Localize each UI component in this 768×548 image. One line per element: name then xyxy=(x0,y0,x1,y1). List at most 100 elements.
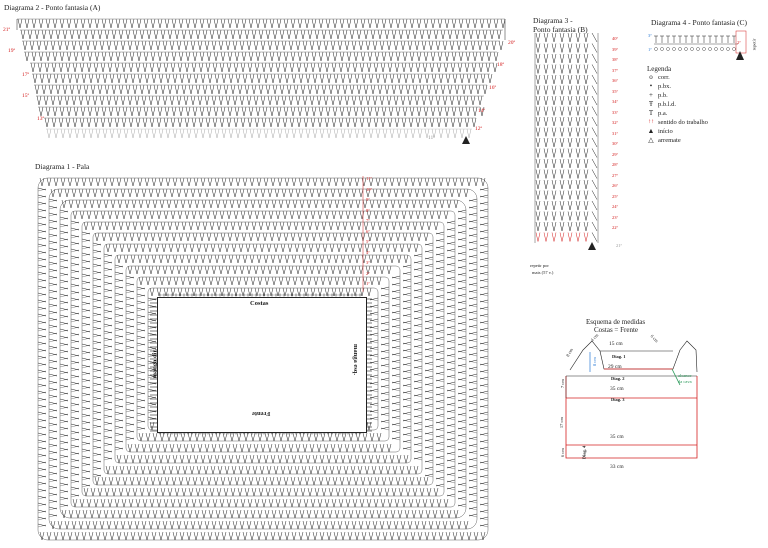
d3-row-label: 40ª xyxy=(612,36,618,41)
legend-item: + p.b. xyxy=(647,91,708,100)
d2-row-16: 16ª xyxy=(489,85,497,91)
m-17cm: 17 cm xyxy=(559,416,565,429)
d3-row-label: 28ª xyxy=(612,162,618,167)
d3-row-label: 34ª xyxy=(612,99,618,104)
d3-row-label: 32ª xyxy=(612,120,618,125)
d2-row-13: 13ª xyxy=(37,116,45,122)
d3-row-label: 35ª xyxy=(612,88,618,94)
legend-title: Legenda xyxy=(647,65,672,73)
m-33cm: 33 cm xyxy=(610,464,624,470)
legend-label: p.bx. xyxy=(658,83,671,90)
d2-row-19: 19ª xyxy=(8,48,16,54)
legend-item: o corr. xyxy=(647,73,708,82)
d2-row-21: 21ª xyxy=(3,27,11,33)
d1-row-label: 9ª xyxy=(366,197,370,202)
d3-row-label: 39ª xyxy=(612,46,618,52)
label-manga-dir: manga dir. xyxy=(151,348,159,379)
d3-repeat-line2: mais (57 v.) xyxy=(532,270,554,275)
legend-item: ▲início xyxy=(647,127,708,136)
legend-label: sentido do trabalho xyxy=(658,119,708,126)
label-manga-esq: manga esq. xyxy=(352,343,360,376)
legend-symbol-icon: △ xyxy=(648,136,654,144)
d3-row-label: 23ª xyxy=(612,214,618,220)
d4-side-label: repetir xyxy=(751,38,757,51)
diag4-label: Diag. 4 xyxy=(581,445,587,460)
d3-row-label: 26ª xyxy=(612,183,618,188)
d1-row-label: 5ª xyxy=(366,239,370,244)
d3-row-label: 37ª xyxy=(612,67,618,73)
m-6cm-b: 6 cm xyxy=(559,448,565,457)
diagram4-title: Diagrama 4 - Ponto fantasia (C) xyxy=(651,18,748,27)
legend-label: p.a. xyxy=(658,110,668,117)
d1-row-label: 8ª xyxy=(366,207,370,213)
d3-row-label: 31ª xyxy=(612,130,618,136)
diagram2-title: Diagrama 2 - Ponto fantasia (A) xyxy=(4,3,101,12)
d3-row-21: 21ª xyxy=(616,243,622,248)
legend-symbol-icon: + xyxy=(649,91,653,99)
m-8cm-b: 8 cm xyxy=(591,357,597,366)
legend-symbol-icon: • xyxy=(649,82,653,90)
d4-row-2: 2ª xyxy=(737,40,741,45)
d2-row-20: 20ª xyxy=(508,40,516,46)
d3-row-label: 24ª xyxy=(612,204,618,209)
d1-row-label: 11ª xyxy=(366,176,372,181)
schema-title-line2: Costas = Frente xyxy=(594,326,638,334)
d1-row-label: 7ª xyxy=(366,218,370,223)
d1-row-label: 6ª xyxy=(366,228,370,234)
d3-row-label: 22ª xyxy=(612,225,618,230)
d4-row-3: 3ª xyxy=(648,33,652,38)
d3-row-label: 30ª xyxy=(612,141,618,146)
label-costas: Costas xyxy=(250,300,269,307)
m-35cm-a: 35 cm xyxy=(610,386,624,392)
legend-label: início xyxy=(658,128,673,135)
d2-row-14: 14ª xyxy=(478,108,486,114)
side-da-cava: da cava xyxy=(678,379,692,384)
side-alcance: alcance xyxy=(678,373,692,378)
legend-symbol-icon: o xyxy=(649,73,653,81)
legend-label: corr. xyxy=(658,74,670,81)
legend-label: arremate xyxy=(658,137,681,144)
d1-row-label: 4ª xyxy=(366,249,370,255)
d1-row-label: 1ª xyxy=(366,281,370,286)
diagram1-title: Diagrama 1 - Pala xyxy=(35,162,90,171)
d3-row-label: 33ª xyxy=(612,109,618,115)
m-35cm-b: 35 cm xyxy=(610,434,624,440)
m-15cm: 15 cm xyxy=(609,341,623,347)
diagram3-title-line2: Ponto fantasia (B) xyxy=(533,25,588,34)
legend-item: △ arremate xyxy=(647,136,708,145)
label-frente: Frente xyxy=(252,410,271,417)
d2-row-11: 11ª xyxy=(428,135,435,141)
d3-row-label: 29ª xyxy=(612,151,618,157)
legend-symbol-icon: ↑↑ xyxy=(648,119,654,125)
d1-row-label: 10ª xyxy=(366,186,372,192)
legend-symbol-icon: Ŧ xyxy=(648,100,654,108)
diag2-label: Diag. 2 xyxy=(611,376,625,381)
diag1-label: Diag. 1 xyxy=(612,354,626,359)
d3-row-label: 38ª xyxy=(612,57,618,62)
diag3-label: Diag. 3 xyxy=(611,397,625,402)
d4-row-1: 1ª xyxy=(648,47,652,52)
m-7cm: 7 cm xyxy=(559,379,565,388)
d1-row-label: 3ª xyxy=(366,260,370,265)
d3-row-label: 25ª xyxy=(612,193,618,199)
legend-label: p.b.l.d. xyxy=(658,101,677,108)
d3-row-label: 27ª xyxy=(612,172,618,178)
legend-symbol-icon: T xyxy=(648,109,654,117)
legend-item: ↑↑ sentido do trabalho xyxy=(647,118,708,127)
yoke-opening xyxy=(157,297,367,433)
diagram3-title-line1: Diagrama 3 - xyxy=(533,16,573,25)
d3-row-label: 36ª xyxy=(612,78,618,83)
legend-symbol-icon: ▲ xyxy=(647,127,655,135)
d1-row-label: 2ª xyxy=(366,270,370,276)
schema-title-line1: Esquema de medidas xyxy=(586,318,646,326)
d2-row-17: 17ª xyxy=(22,72,30,78)
d2-row-15: 15ª xyxy=(22,93,30,99)
legend-label: p.b. xyxy=(658,92,668,99)
d2-row-12: 12ª xyxy=(475,126,483,132)
legend-item: • p.bx. xyxy=(647,82,708,91)
